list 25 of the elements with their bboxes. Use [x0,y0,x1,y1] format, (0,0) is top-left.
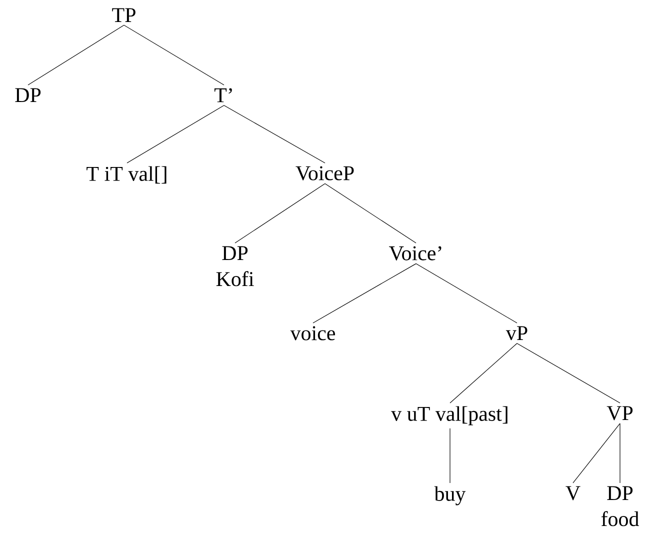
tree-label: VoiceP [296,166,354,180]
tree-label: TP [112,8,136,22]
tree-label: VP [606,406,633,420]
tree-branch [234,183,326,244]
tree-branch [124,24,224,86]
tree-label: v uT val[past] [391,406,508,426]
tree-label: DP food [601,486,639,526]
tree-label: V [566,486,580,500]
tree-branch [312,263,416,324]
tree-label: DP Kofi [216,246,254,286]
tree-label: buy [434,486,466,506]
tree-label: vP [506,326,528,340]
tree-branch [126,105,224,164]
tree-branch [416,263,518,324]
tree-branch [324,183,416,244]
tree-branch [516,343,620,404]
tree-branch [572,423,620,484]
tree-label: Voice’ [389,246,442,260]
tree-branch [28,24,124,86]
tree-label: T’ [214,88,232,102]
tree-label: DP [15,88,41,102]
tree-label: voice [290,326,336,340]
tree-branch [224,105,326,164]
tree-branch [450,343,518,404]
tree-label: T iT val[] [86,166,166,184]
